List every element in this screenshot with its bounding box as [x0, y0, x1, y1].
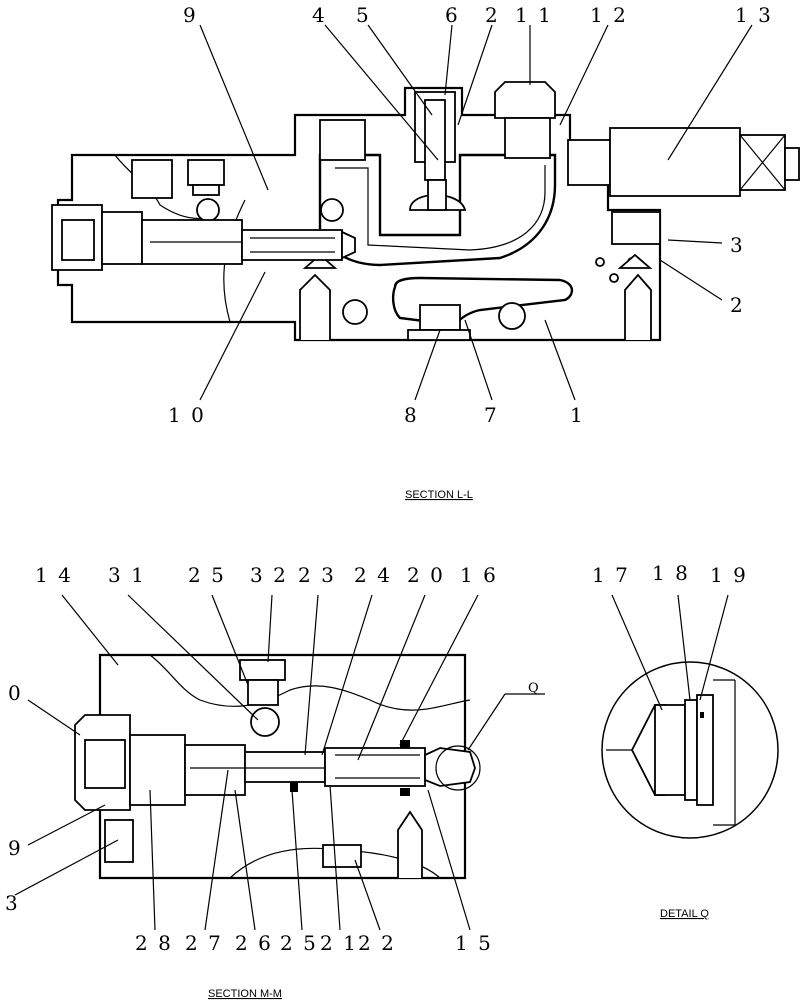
label-m-28: 2 8 — [135, 931, 173, 955]
label-m-0: 0 — [8, 681, 23, 705]
detail-q-labels: 1 7 1 8 1 9 — [592, 561, 748, 587]
label-m-24: 2 4 — [354, 563, 392, 587]
label-l-2-top: 2 — [485, 3, 500, 27]
label-m-23: 2 3 — [298, 563, 336, 587]
label-q-17: 1 7 — [592, 563, 630, 587]
label-m-15: 1 5 — [455, 931, 493, 955]
label-l-6: 6 — [445, 3, 460, 27]
label-l-1: 1 — [570, 403, 585, 427]
section-l-drawing — [51, 81, 800, 342]
label-m-3: 3 — [5, 891, 20, 915]
label-l-5: 5 — [356, 3, 371, 27]
label-m-14: 1 4 — [35, 563, 73, 587]
label-m-22: 2 2 — [358, 931, 396, 955]
label-q-19: 1 9 — [710, 563, 748, 587]
label-m-31: 3 1 — [108, 563, 146, 587]
label-m-25-bottom: 2 5 — [280, 931, 318, 955]
label-l-3: 3 — [730, 233, 745, 257]
label-l-11: 1 1 — [515, 3, 553, 27]
label-m-26: 2 6 — [235, 931, 273, 955]
label-m-21: 2 1 — [320, 931, 358, 955]
label-m-9: 9 — [8, 836, 23, 860]
label-l-13: 1 3 — [735, 3, 773, 27]
label-m-25-top: 2 5 — [188, 563, 226, 587]
section-l-leaders — [199, 24, 753, 401]
label-l-7: 7 — [484, 403, 499, 427]
label-m-20: 2 0 — [407, 563, 445, 587]
label-m-q: Q — [528, 681, 541, 696]
label-l-4: 4 — [312, 3, 327, 27]
section-m-drawing — [74, 653, 481, 880]
label-m-32: 3 2 — [250, 563, 288, 587]
label-l-10: 1 0 — [168, 403, 206, 427]
label-l-9: 9 — [183, 3, 198, 27]
section-m-labels: 1 4 3 1 2 5 3 2 2 3 2 4 2 0 1 6 Q 0 9 3 … — [5, 563, 541, 955]
section-m-leaders — [14, 594, 545, 931]
detail-q-drawing — [601, 661, 779, 839]
label-m-27: 2 7 — [185, 931, 223, 955]
section-l-caption: SECTION L-L — [405, 489, 473, 501]
label-l-12: 1 2 — [590, 3, 628, 27]
label-q-18: 1 8 — [652, 561, 690, 585]
section-m-caption: SECTION M-M — [208, 988, 282, 1000]
label-m-16: 1 6 — [460, 563, 498, 587]
label-l-2-right: 2 — [730, 293, 745, 317]
detail-q-leaders — [611, 594, 729, 711]
section-l-labels: 9 4 5 6 2 1 1 1 2 1 3 3 2 1 0 8 7 1 — [168, 3, 773, 427]
detail-q-caption: DETAIL Q — [660, 908, 709, 920]
label-l-8: 8 — [404, 403, 419, 427]
